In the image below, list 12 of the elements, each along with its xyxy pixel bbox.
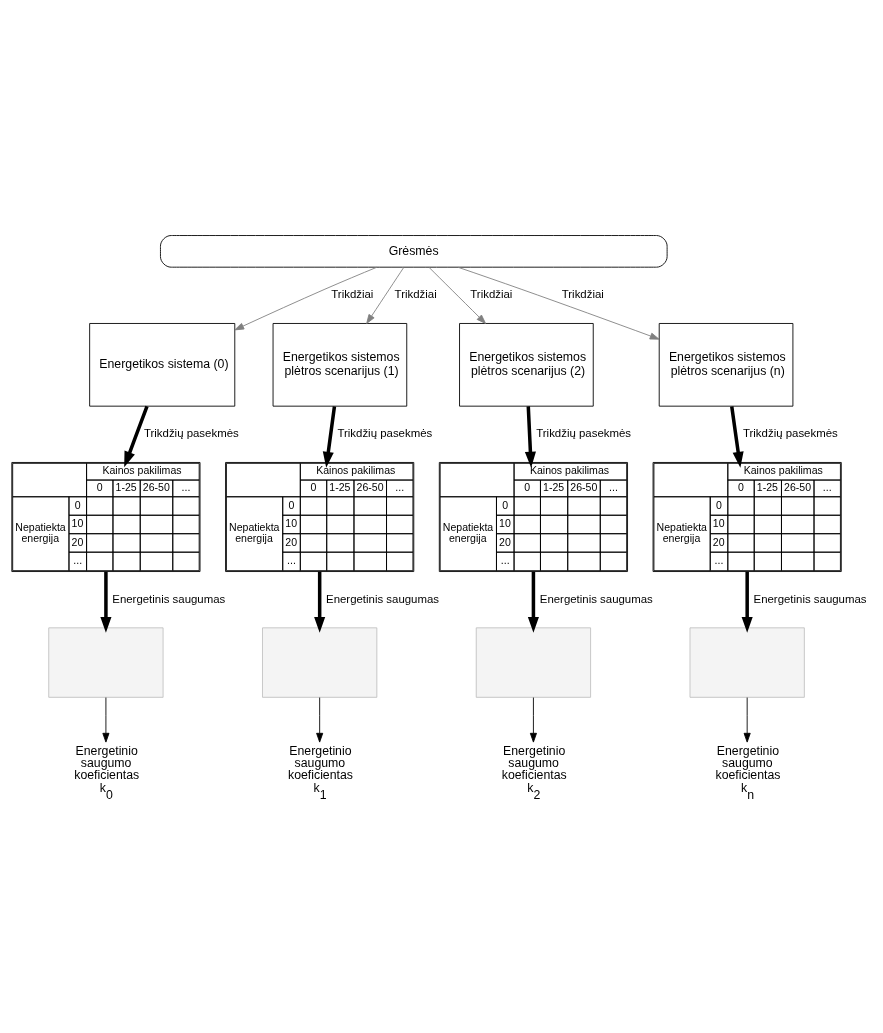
edge-label: Trikdžiai — [394, 287, 437, 300]
edge-label: Trikdžių pasekmės — [536, 426, 632, 439]
edge-label: Trikdžiai — [331, 287, 374, 300]
edge-label: Trikdžių pasekmės — [337, 426, 433, 439]
edge-label: Energetinis saugumas — [112, 592, 226, 605]
edge-label: Energetinis saugumas — [539, 592, 653, 605]
edge-label: Energetinis saugumas — [326, 592, 440, 605]
edge-label: Trikdžių pasekmės — [742, 426, 838, 439]
edge-label: Trikdžiai — [561, 287, 604, 300]
edge-label: Trikdžiai — [470, 287, 513, 300]
edge-label: Trikdžių pasekmės — [143, 426, 239, 439]
edge-label: Energetinis saugumas — [753, 592, 867, 605]
